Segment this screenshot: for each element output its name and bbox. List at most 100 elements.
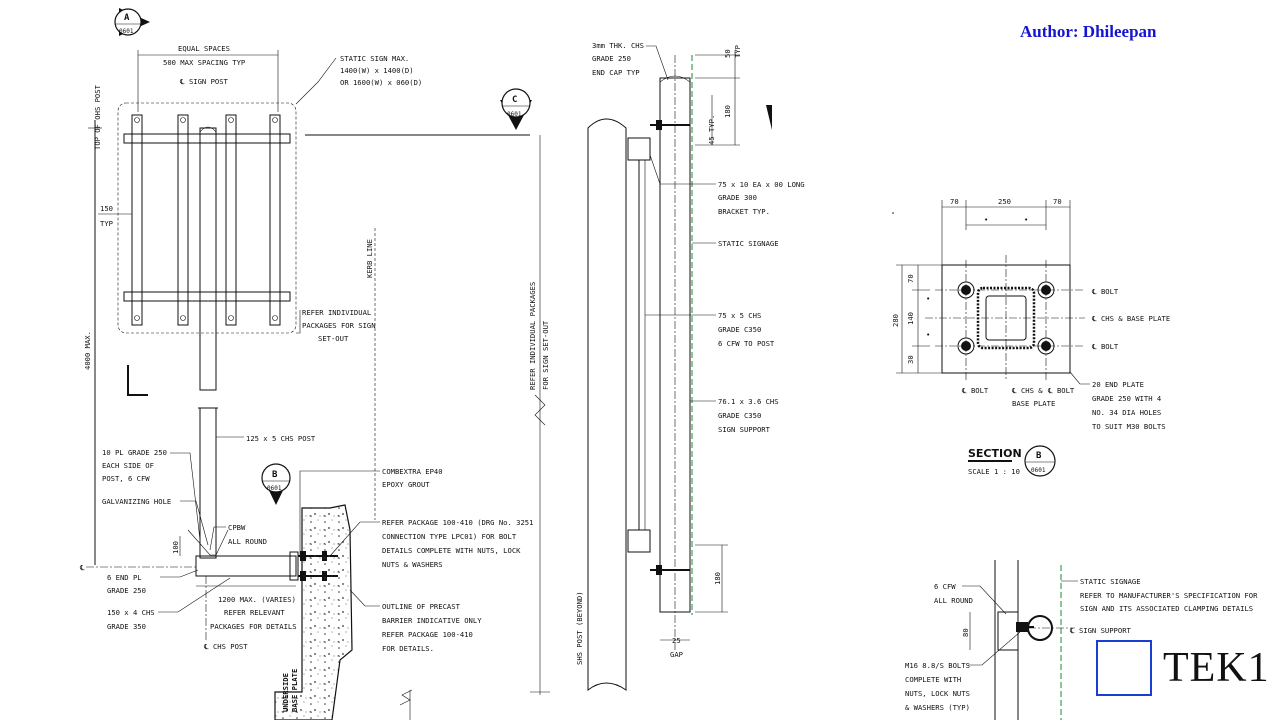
bolt-label-2: ℄ BOLT (1091, 342, 1119, 351)
outline-label-4: FOR DETAILS. (382, 644, 434, 653)
dim-180-top: 180 (723, 105, 732, 118)
refer-individual-2: PACKAGES FOR SIGN (302, 321, 376, 330)
chs76-label-3: SIGN SUPPORT (718, 425, 771, 434)
end-pl-label-2: GRADE 250 (107, 586, 146, 595)
static-signage-detail-1: STATIC SIGNAGE (1080, 577, 1141, 586)
m16-label-2: COMPLETE WITH (905, 675, 961, 684)
static-signage-label: STATIC SIGNAGE (718, 239, 779, 248)
dim-280: 280 (891, 314, 900, 327)
cpbw-label-2: ALL ROUND (228, 537, 267, 546)
package-label-4: NUTS & WASHERS (382, 560, 443, 569)
refer-individual-3: SET-OUT (318, 334, 349, 343)
author-label: Author: Dhileepan (1020, 22, 1157, 41)
pl-label-3: POST, 6 CFW (102, 474, 150, 483)
pl-label-1: 10 PL GRADE 250 (102, 448, 167, 457)
sign-post-label: ℄ SIGN POST (179, 77, 229, 86)
bottom-bolt-3: ℄ BOLT (1047, 386, 1075, 395)
end-plate-label-1: 20 END PLATE (1092, 380, 1144, 389)
bolt-label-1: ℄ BOLT (1091, 287, 1119, 296)
equal-spaces-label: EQUAL SPACES (178, 44, 230, 53)
elevation-view: A 0601 TOP OF OHS POST EQUAL SPACES 500 … (79, 8, 550, 720)
kerb-line-label: KERB LINE (365, 239, 374, 278)
refer-packages-label-1: REFER INDIVIDUAL PACKAGES (528, 282, 537, 390)
sign-panel-outline (117, 102, 297, 334)
shs-post (587, 118, 627, 692)
combex-label-1: COMBEXTRA EP40 (382, 467, 443, 476)
package-label-1: REFER PACKAGE 100-410 (DRG No. 3251 (382, 518, 533, 527)
dim-150: 150 (100, 204, 113, 213)
dim-70-left: 70 (950, 197, 959, 206)
bottom-bolt-1: ℄ BOLT (961, 386, 989, 395)
bottom-chs-2: BASE PLATE (1012, 399, 1055, 408)
dim-30: 30 (906, 355, 915, 364)
section-title: SECTION (968, 447, 1022, 460)
dim-180-bottom: 180 (713, 572, 722, 585)
sign-support-detail: ℄ SIGN SUPPORT (1069, 626, 1132, 635)
dim-dot-right: • (1024, 215, 1028, 224)
gap-label: GAP (670, 650, 683, 659)
refer-relevant-1: REFER RELEVANT (224, 608, 285, 617)
chs-section (976, 286, 1036, 350)
marker-c-ref: 0601 (507, 111, 522, 118)
static-sign-label-2: 1400(W) x 1400(D) (340, 66, 414, 75)
cpbw-label-1: CPBW (228, 523, 246, 532)
sign-support-tube (659, 77, 691, 613)
section-marker-b: B 0601 (261, 463, 291, 505)
logo-box-icon (1096, 640, 1152, 696)
chs75-label-3: 6 CFW TO POST (718, 339, 775, 348)
chs150-label-1: 150 x 4 CHS (107, 608, 155, 617)
cl-mark: ℄ (79, 563, 85, 572)
max-1200-label: 1200 MAX. (VARIES) (218, 595, 296, 604)
dim-25: 25 (672, 636, 681, 645)
dim-70-right: 70 (1053, 197, 1062, 206)
clamp-detail: 6 CFW ALL ROUND 80 STATIC SIGNAGE REFER … (905, 560, 1258, 720)
static-signage-detail-3: SIGN AND ITS ASSOCIATED CLAMPING DETAILS (1080, 604, 1253, 613)
ea-label-1: 75 x 10 EA x 00 LONG (718, 180, 805, 189)
marker-b-letter: B (272, 470, 278, 480)
dim-dot-lower: • (926, 330, 930, 339)
dim-140: 140 (906, 312, 915, 325)
pl-label-2: EACH SIDE OF (102, 461, 154, 470)
chs-base-label: ℄ CHS & BASE PLATE (1091, 314, 1170, 323)
dim-80: 80 (961, 628, 970, 637)
underside-label-1: UNDERSIDE (281, 673, 290, 712)
marker-a-letter: A (124, 13, 130, 23)
m16-label-1: M16 8.8/S BOLTS (905, 661, 970, 670)
cfw-label-2: ALL ROUND (934, 596, 973, 605)
chs76-label-1: 76.1 x 3.6 CHS (718, 397, 779, 406)
dim-250: 250 (998, 197, 1011, 206)
side-view: SHS POST (BEYOND) 3mm THK. CHS GRADE 250… (575, 41, 805, 692)
marker-a-ref: 0601 (119, 28, 134, 35)
dim-50-typ: TYP (733, 45, 742, 58)
galvanizing-hole-label: GALVANIZING HOLE (102, 497, 171, 506)
marker-c-letter: C (512, 95, 517, 105)
end-plate-label-4: TO SUIT M30 BOLTS (1092, 422, 1166, 431)
end-plate-label-2: GRADE 250 WITH 4 (1092, 394, 1161, 403)
m16-label-3: NUTS, LOCK NUTS (905, 689, 970, 698)
refer-packages-label-2: FOR SIGN SET-OUT (541, 320, 550, 390)
section-scale: SCALE 1 : 10 (968, 467, 1020, 476)
package-label-2: CONNECTION TYPE LPC01) FOR BOLT (382, 532, 517, 541)
max-spacing-label: 500 MAX SPACING TYP (163, 58, 245, 67)
section-bubble-ref: 0601 (1031, 467, 1046, 474)
dim-70-top: 70 (906, 274, 915, 283)
package-label-3: DETAILS COMPLETE WITH NUTS, LOCK (382, 546, 521, 555)
refer-relevant-2: PACKAGES FOR DETAILS (210, 622, 297, 631)
combex-label-2: EPOXY GROUT (382, 480, 430, 489)
marker-b-ref: 0601 (267, 485, 282, 492)
shs-post-label: SHS POST (BEYOND) (575, 591, 584, 665)
dim-dot-left: • (984, 215, 988, 224)
static-sign-label-3: OR 1600(W) x 060(D) (340, 78, 422, 87)
section-bubble (1024, 445, 1056, 477)
chs150-label-2: GRADE 350 (107, 622, 146, 631)
chs76-label-2: GRADE C350 (718, 411, 761, 420)
static-sign-label-1: STATIC SIGN MAX. (340, 54, 409, 63)
outline-label-1: OUTLINE OF PRECAST (382, 602, 461, 611)
outline-label-2: BARRIER INDICATIVE ONLY (382, 616, 482, 625)
cap-label-1: 3mm THK. CHS (592, 41, 644, 50)
static-signage-detail-2: REFER TO MANUFACTURER'S SPECIFICATION FO… (1080, 591, 1258, 600)
section-marker-a: A 0601 (114, 8, 150, 36)
end-pl-label-1: 6 END PL (107, 573, 142, 582)
m16-label-4: & WASHERS (TYP) (905, 703, 970, 712)
